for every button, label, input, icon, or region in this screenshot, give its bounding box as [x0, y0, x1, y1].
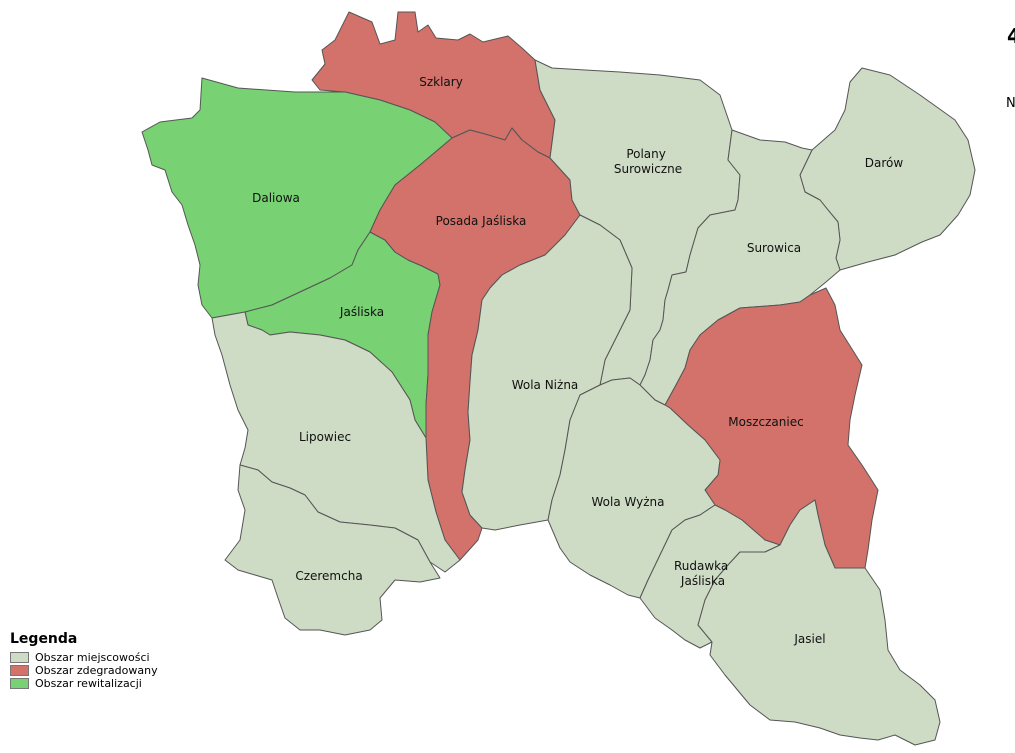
legend-swatch-rewitalizacji — [10, 678, 29, 689]
legend-item-zdegradowany: Obszar zdegradowany — [10, 664, 158, 677]
label-polany-line-1: Polany — [626, 147, 666, 161]
label-polany-line-2: Surowiczne — [614, 162, 682, 176]
region-lipowiec[interactable] — [211, 311, 461, 573]
legend-label-zdegradowany: Obszar zdegradowany — [35, 664, 158, 677]
label-czeremcha: Czeremcha — [295, 569, 362, 583]
label-rudawka: Rudawka Jaśliska — [674, 559, 732, 588]
label-polany: Polany Surowiczne — [614, 147, 682, 176]
label-jasiel: Jasiel — [793, 632, 825, 646]
label-daliowa: Daliowa — [252, 191, 300, 205]
legend-title: Legenda — [10, 631, 78, 647]
label-szklary: Szklary — [419, 75, 463, 89]
legend-label-rewitalizacji: Obszar rewitalizacji — [35, 677, 142, 690]
label-lipowiec: Lipowiec — [299, 430, 351, 444]
legend-swatch-miejscowosci — [10, 652, 29, 663]
label-rudawka-line-1: Rudawka — [674, 559, 728, 573]
label-wolaNizna: Wola Niżna — [512, 378, 579, 392]
label-moszczaniec: Moszczaniec — [728, 415, 803, 429]
legend-swatch-zdegradowany — [10, 665, 29, 676]
label-surowica: Surowica — [747, 241, 801, 255]
legend-label-miejscowosci: Obszar miejscowości — [35, 651, 150, 664]
region-jasiel[interactable] — [697, 499, 941, 746]
label-darow: Darów — [865, 156, 904, 170]
legend-item-rewitalizacji: Obszar rewitalizacji — [10, 677, 158, 690]
cropped-heading-text: 4 — [1007, 24, 1015, 48]
label-wolaWyzna: Wola Wyżna — [591, 495, 664, 509]
label-jasliska: Jaśliska — [339, 305, 384, 319]
legend-item-miejscowosci: Obszar miejscowości — [10, 651, 158, 664]
cropped-north-text: N — [1006, 96, 1015, 111]
region-wolaNizna[interactable] — [461, 214, 633, 531]
label-rudawka-line-2: Jaśliska — [680, 574, 725, 588]
label-posada: Posada Jaśliska — [436, 214, 527, 228]
legend: Legenda Obszar miejscowości Obszar zdegr… — [10, 631, 158, 690]
region-czeremcha[interactable] — [224, 464, 441, 636]
